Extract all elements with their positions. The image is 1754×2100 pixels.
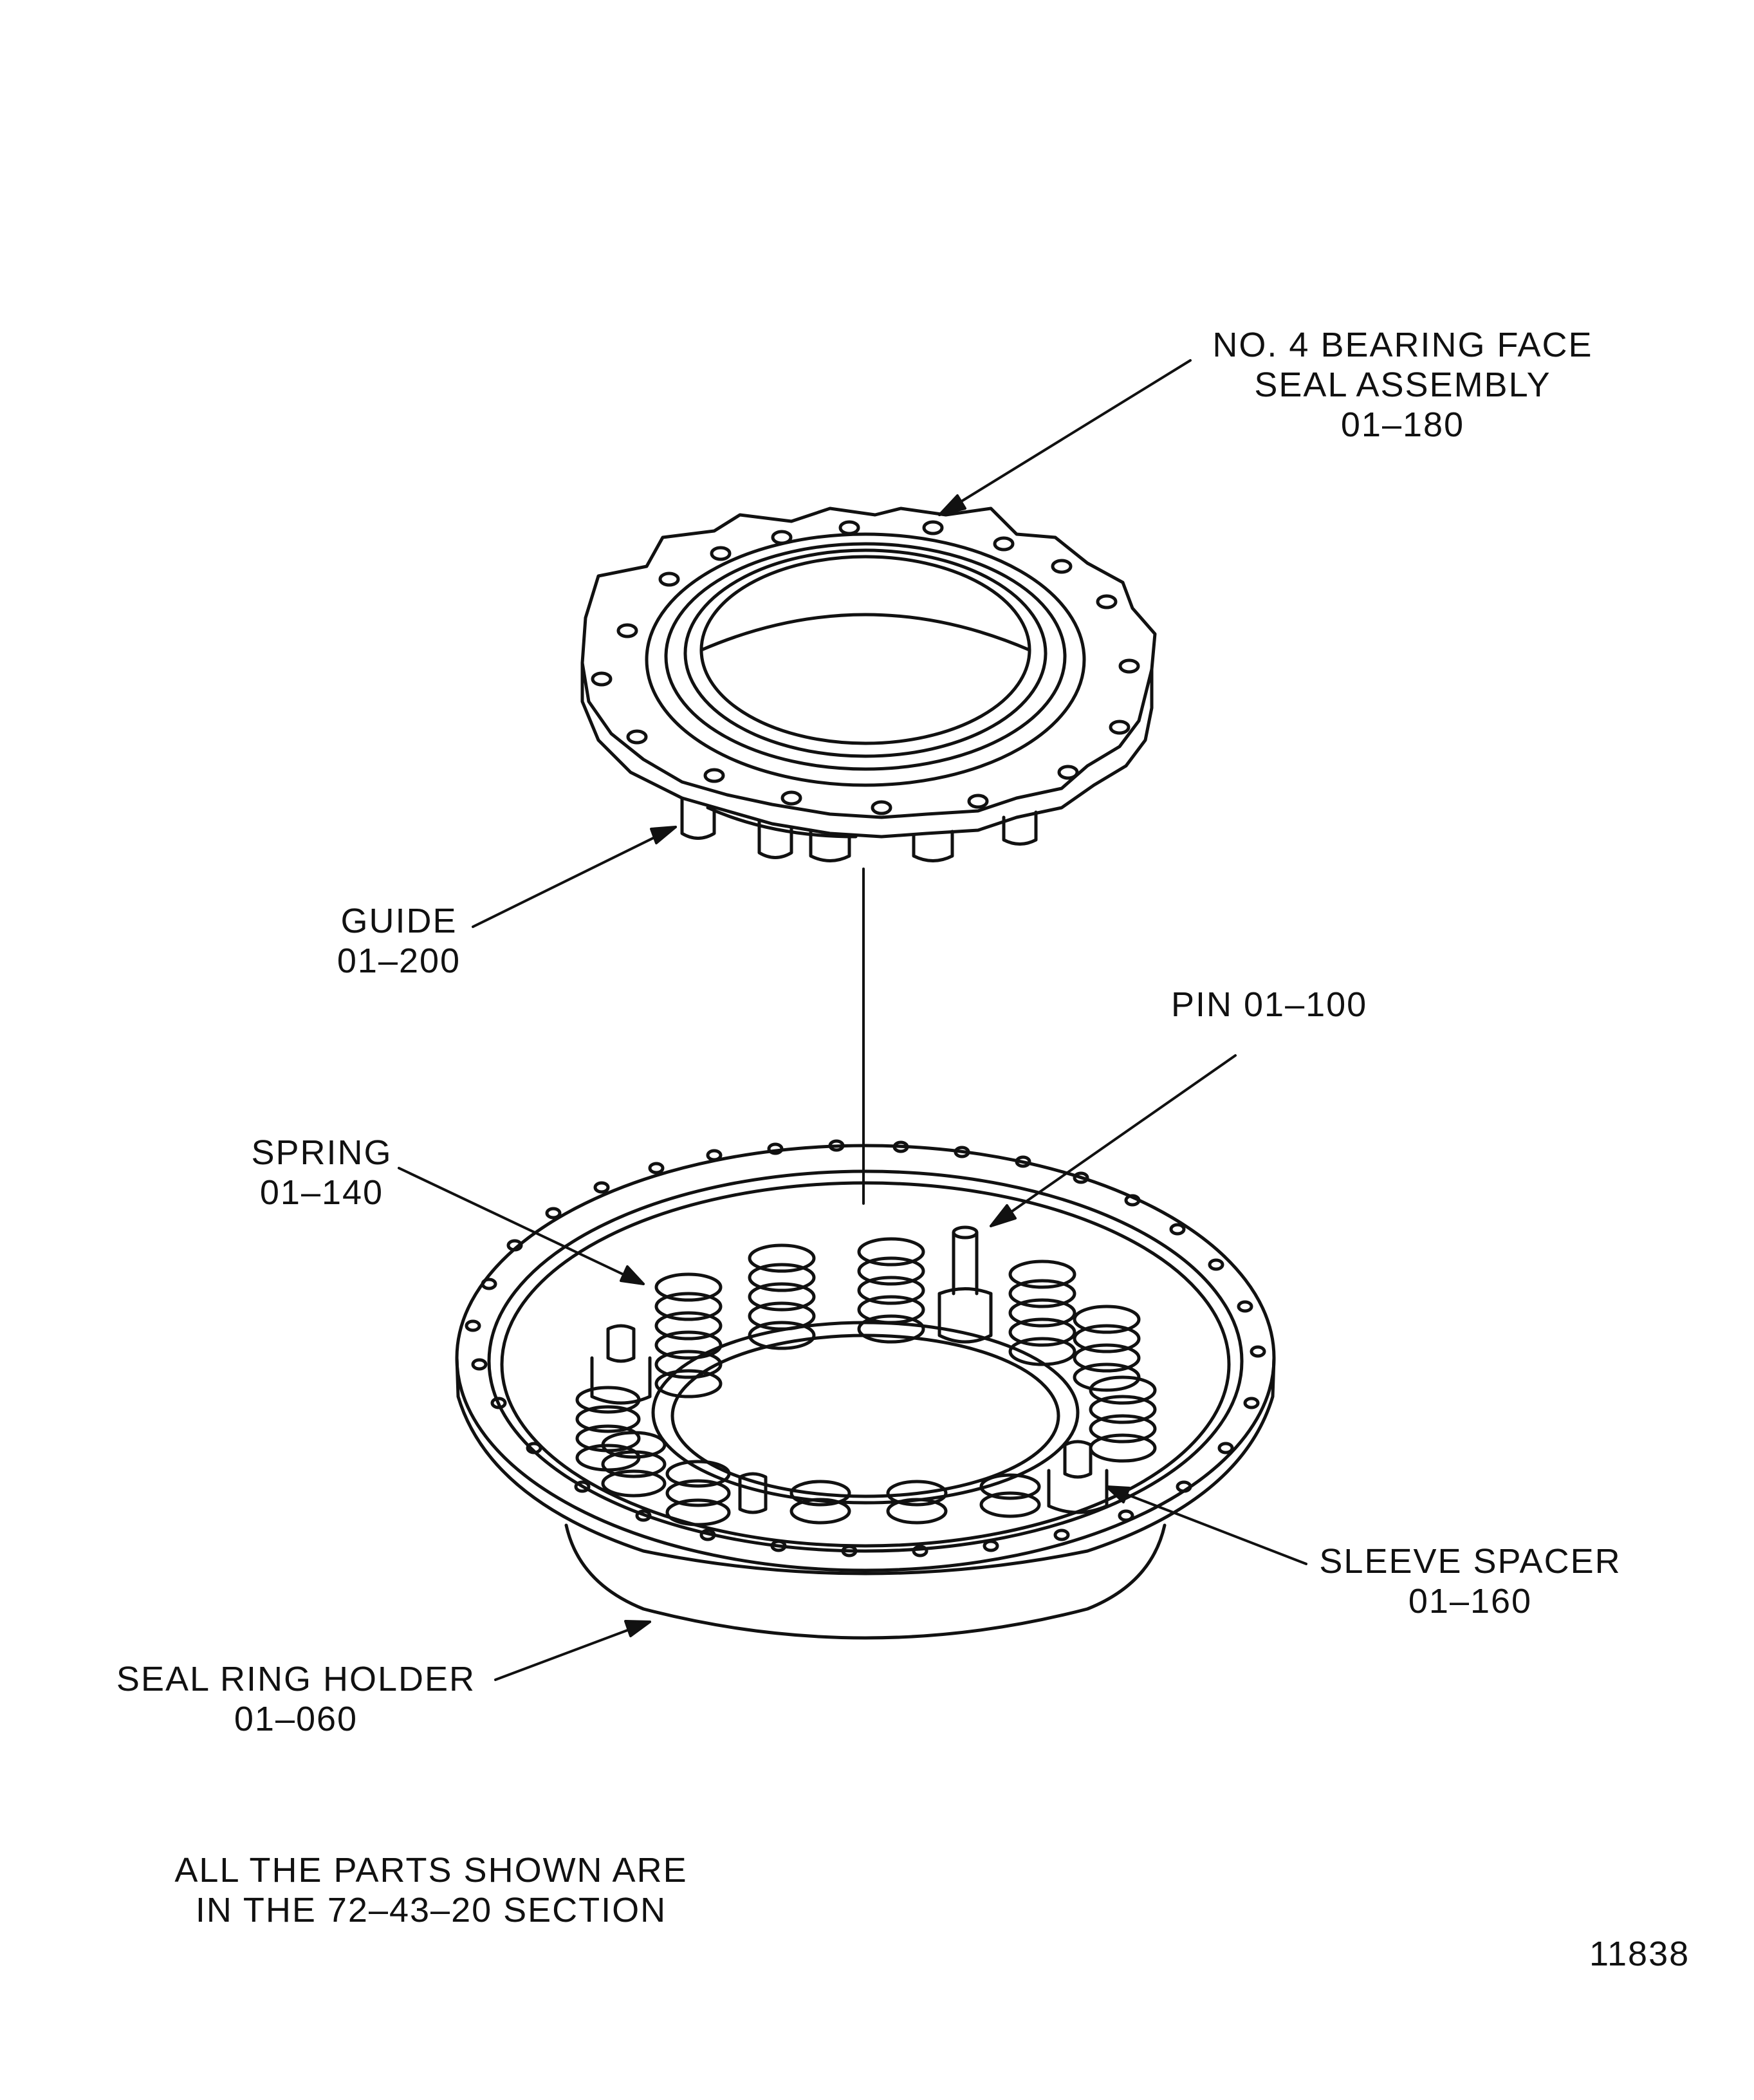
- parts-section-note: ALL THE PARTS SHOWN ARE IN THE 72–43–20 …: [161, 1850, 701, 1930]
- figure-number: 11838: [1589, 1935, 1690, 1973]
- spring-coil: [886, 1480, 948, 1525]
- label-spring-part-number: 01–140: [259, 1173, 384, 1212]
- label-spring-name: SPRING: [251, 1133, 392, 1172]
- label-seal-ring-holder: SEAL RING HOLDER 01–060: [103, 1659, 489, 1739]
- label-face-seal-line2: SEAL ASSEMBLY: [1254, 366, 1551, 404]
- pin-part: [937, 1225, 993, 1344]
- note-line1: ALL THE PARTS SHOWN ARE: [174, 1851, 688, 1890]
- label-guide: GUIDE 01–200: [315, 901, 483, 981]
- face-seal-assembly: [580, 506, 1157, 862]
- leader-lines: [398, 359, 1307, 1681]
- note-line2: IN THE 72–43–20 SECTION: [195, 1891, 667, 1929]
- label-spring: SPRING 01–140: [238, 1133, 405, 1213]
- spring-coil: [1008, 1259, 1076, 1366]
- label-sleeve-spacer-name: SLEEVE SPACER: [1319, 1542, 1621, 1581]
- spring-coil: [979, 1473, 1041, 1518]
- label-guide-name: GUIDE: [340, 902, 457, 940]
- springs: [575, 1237, 1157, 1527]
- spring-coil: [789, 1480, 851, 1525]
- spring-coil: [748, 1243, 816, 1350]
- spring-coil: [654, 1272, 723, 1398]
- label-seal-ring-holder-part-number: 01–060: [234, 1700, 358, 1738]
- label-seal-ring-holder-name: SEAL RING HOLDER: [116, 1660, 476, 1698]
- spring-coil: [601, 1431, 667, 1498]
- spring-coil: [665, 1460, 731, 1527]
- label-face-seal-line1: NO. 4 BEARING FACE: [1212, 326, 1593, 364]
- sleeve-spacers: [590, 1324, 1109, 1514]
- label-face-seal-assembly: NO. 4 BEARING FACE SEAL ASSEMBLY 01–180: [1197, 325, 1609, 445]
- label-sleeve-spacer: SLEEVE SPACER 01–160: [1313, 1541, 1628, 1621]
- spring-coil: [1073, 1305, 1141, 1392]
- label-guide-part-number: 01–200: [337, 942, 461, 980]
- label-pin-text: PIN 01–100: [1171, 985, 1368, 1024]
- label-face-seal-part-number: 01–180: [1340, 405, 1465, 444]
- label-pin: PIN 01–100: [1171, 985, 1367, 1025]
- seal-flange-outline: [580, 506, 1157, 819]
- label-sleeve-spacer-part-number: 01–160: [1408, 1582, 1533, 1621]
- seal-ring-holder: [455, 1139, 1276, 1640]
- spring-coil: [857, 1237, 925, 1344]
- spring-coil: [1089, 1375, 1157, 1463]
